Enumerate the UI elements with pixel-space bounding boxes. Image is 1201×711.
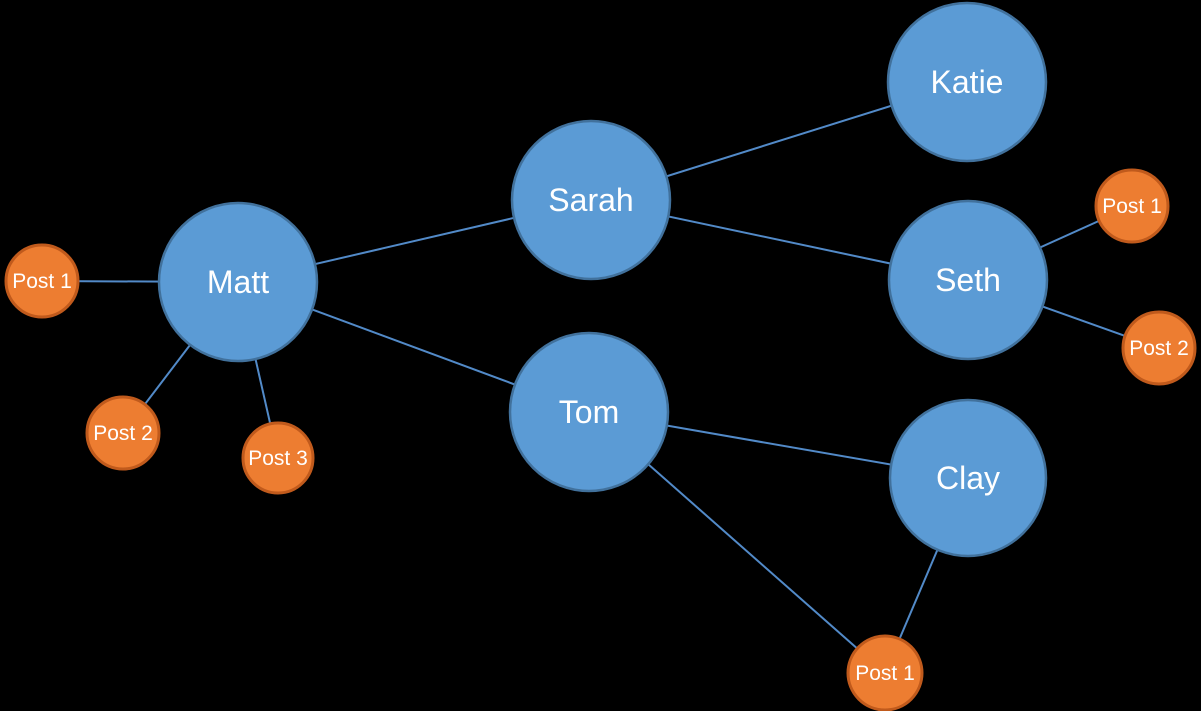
post-circle-post2-seth[interactable] xyxy=(1121,310,1197,386)
post-circle-post2-matt[interactable] xyxy=(85,395,161,471)
node-katie[interactable]: Katie xyxy=(886,1,1048,163)
node-post3-matt[interactable]: Post 3 xyxy=(241,421,315,495)
node-post1-seth[interactable]: Post 1 xyxy=(1094,168,1170,244)
node-seth[interactable]: Seth xyxy=(887,199,1049,361)
person-circle-seth[interactable] xyxy=(887,199,1049,361)
node-post2-matt[interactable]: Post 2 xyxy=(85,395,161,471)
node-tom[interactable]: Tom xyxy=(508,331,670,493)
person-circle-katie[interactable] xyxy=(886,1,1048,163)
person-circle-matt[interactable] xyxy=(157,201,319,363)
post-circle-post1-tomclay[interactable] xyxy=(846,634,924,711)
person-circle-clay[interactable] xyxy=(888,398,1048,558)
node-clay[interactable]: Clay xyxy=(888,398,1048,558)
post-circle-post1-seth[interactable] xyxy=(1094,168,1170,244)
node-post1-matt[interactable]: Post 1 xyxy=(4,243,80,319)
person-circle-sarah[interactable] xyxy=(510,119,672,281)
node-matt[interactable]: Matt xyxy=(157,201,319,363)
node-post1-tomclay[interactable]: Post 1 xyxy=(846,634,924,711)
post-circle-post3-matt[interactable] xyxy=(241,421,315,495)
person-circle-tom[interactable] xyxy=(508,331,670,493)
post-circle-post1-matt[interactable] xyxy=(4,243,80,319)
node-post2-seth[interactable]: Post 2 xyxy=(1121,310,1197,386)
node-sarah[interactable]: Sarah xyxy=(510,119,672,281)
